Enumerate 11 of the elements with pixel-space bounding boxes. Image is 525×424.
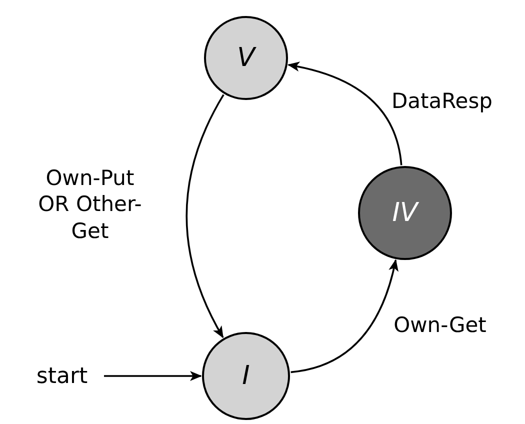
arrow xyxy=(290,259,398,374)
arrow xyxy=(287,62,402,166)
start-label: start xyxy=(24,360,100,392)
arrow xyxy=(104,371,202,381)
state-label: IV xyxy=(392,198,418,228)
state-label: V xyxy=(237,43,255,73)
arrow xyxy=(186,94,224,338)
edge-label: DataResp xyxy=(390,88,494,114)
edge-label: Own-Put OR Other-Get xyxy=(37,165,143,244)
state-label: I xyxy=(242,361,250,391)
edge-label: Own-Get xyxy=(392,312,488,338)
